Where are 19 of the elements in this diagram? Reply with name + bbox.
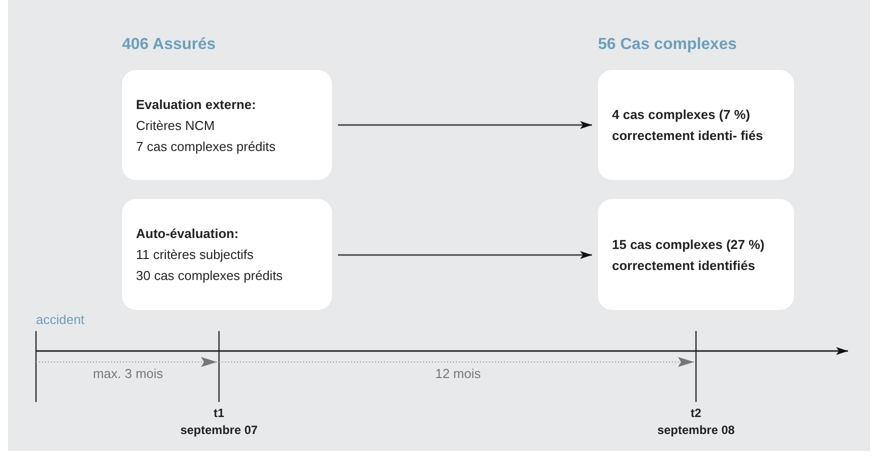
time-point-label: t1 [214,406,224,420]
card-text: 7 cas complexes prédits [136,138,276,156]
column-heading: 406 Assurés [122,36,216,54]
time-point-label: t2 [690,406,702,420]
card-heading: 15 cas complexes (27 %) correctement identifiés [612,236,766,274]
date-label: septembre 08 [657,423,735,437]
arrow [338,121,592,129]
arrow [338,251,592,259]
duration-label: 12 mois [435,366,481,381]
card-heading: Auto-évaluation: [136,225,240,243]
card-text: 30 cas complexes prédits [136,267,284,285]
event-label: accident [36,312,84,327]
card-heading: 4 cas complexes (7 %) correctement identi- fiés [612,106,764,145]
column-heading: 56 Cas complexes [598,36,737,54]
card-text: 11 critères subjectifs [136,246,255,264]
duration-label: max. 3 mois [92,366,164,381]
date-label: septembre 07 [180,423,258,437]
card-text: Critères NCM [136,116,216,134]
card-heading: Evaluation externe: [136,96,257,114]
